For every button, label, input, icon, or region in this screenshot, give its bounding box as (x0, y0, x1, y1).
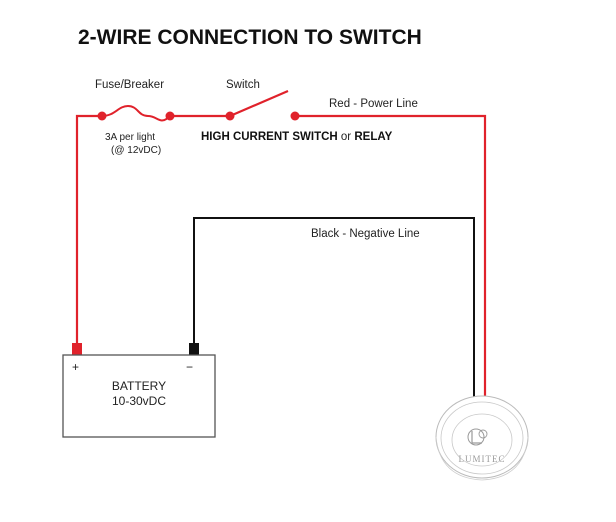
switch-type-high-current: HIGH CURRENT SWITCH (201, 131, 338, 143)
black-wire-battery-to-light (193, 217, 475, 402)
light-inner-lens (451, 413, 513, 467)
fuse-element (101, 104, 171, 122)
battery-negative-terminal (189, 343, 199, 355)
fuse-rating-label-line1: 3A per light (105, 132, 155, 143)
lumitec-brand-text: LUMITEC (459, 454, 506, 464)
switch-lever (229, 89, 289, 118)
switch (225, 89, 300, 121)
battery-label: BATTERY (112, 379, 166, 393)
battery-positive-terminal (72, 343, 82, 355)
fuse-terminal-left (97, 111, 107, 121)
black-negative-line-label: Black - Negative Line (311, 228, 420, 240)
light-ring-2 (440, 401, 524, 475)
battery-plus-sign: + (72, 360, 79, 374)
switch-label: Switch (226, 79, 260, 91)
switch-type-or: or (338, 131, 355, 143)
red-wire-switch-to-light (295, 114, 487, 402)
battery-voltage: 10-30vDC (112, 394, 166, 408)
light-flange (435, 436, 529, 481)
battery: + − BATTERY 10-30vDC (62, 343, 216, 438)
battery-body (62, 354, 216, 438)
switch-type-label: HIGH CURRENT SWITCH or RELAY (201, 131, 393, 143)
fuse-breaker (97, 104, 175, 122)
diagram-title: 2-WIRE CONNECTION TO SWITCH (78, 26, 422, 49)
fuse-rating-label-line2: (@ 12vDC) (111, 145, 161, 156)
switch-type-relay: RELAY (354, 131, 392, 143)
red-power-line-label: Red - Power Line (329, 98, 418, 110)
fuse-breaker-label: Fuse/Breaker (95, 79, 164, 91)
lumitec-logo-icon (467, 428, 488, 446)
battery-minus-sign: − (186, 360, 193, 374)
red-wire-battery-to-fuse (75, 114, 102, 344)
lumitec-light: LUMITEC (435, 395, 529, 481)
